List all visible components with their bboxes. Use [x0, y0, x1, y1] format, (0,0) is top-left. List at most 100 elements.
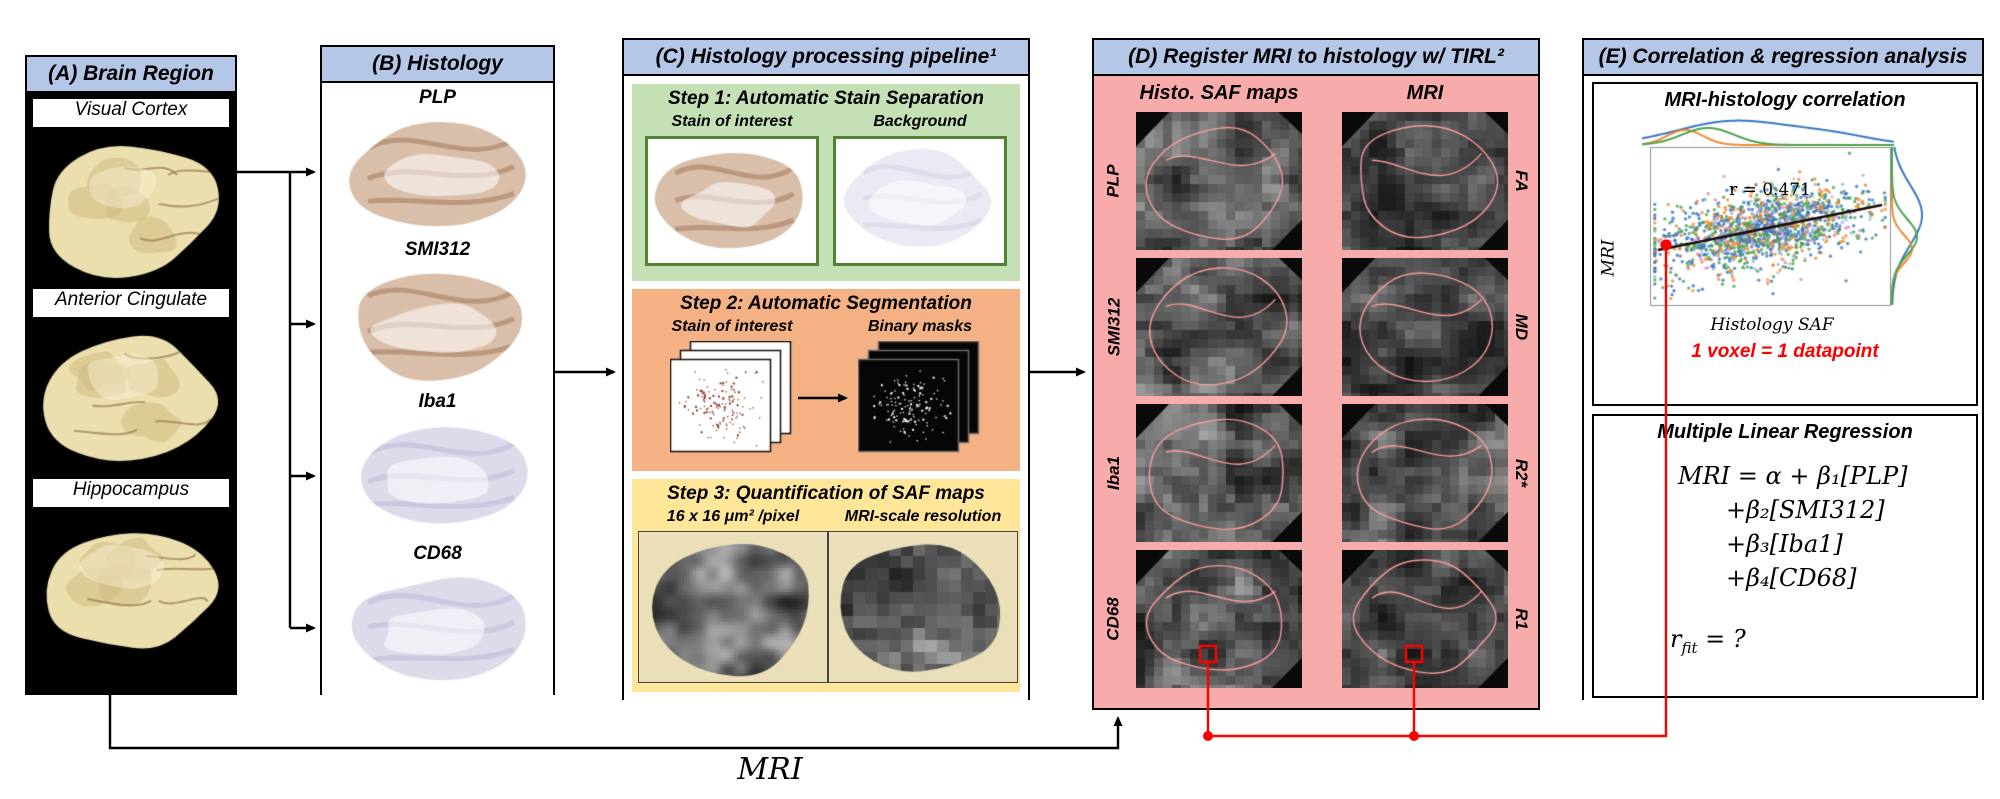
voxel-dot-right — [1409, 731, 1419, 741]
background-image — [839, 142, 1001, 260]
stain-stack-label: Stain of interest — [671, 318, 793, 336]
x-axis-label: Histology SAF — [1710, 315, 1834, 335]
brain-photo-anterior-cingulate — [33, 321, 229, 473]
panel-brain-region: (A) Brain Region Visual Cortex Anterior … — [25, 55, 237, 695]
step-3-box: Step 3: Quantification of SAF maps 16 x … — [632, 478, 1020, 692]
registration-row-plp-fa: PLP FA — [1094, 112, 1538, 250]
histology-image-cd68 — [337, 569, 538, 691]
stain-of-interest-label: Stain of interest — [671, 113, 793, 130]
histology-list: PLP SMI312 Iba1 CD68 — [322, 83, 553, 695]
background-label: Background — [873, 113, 967, 130]
brain-region-label-visual-cortex: Visual Cortex — [33, 99, 229, 127]
stain-of-interest-frame — [645, 136, 819, 266]
histology-image-smi312 — [337, 265, 538, 387]
row-label-smi312: SMI312 — [1104, 297, 1123, 357]
panel-b-header: (B) Histology — [322, 47, 553, 83]
scatter-plot — [1620, 115, 1950, 315]
column-title-histo-saf: Histo. SAF maps — [1139, 82, 1299, 104]
equation-line-1: MRI = α + β₁[PLP] — [1678, 462, 1908, 490]
voxel-dot-left — [1203, 731, 1213, 741]
histology-item: Iba1 — [334, 391, 542, 543]
correlation-title: MRI-histology correlation — [1664, 89, 1906, 111]
mri-scale-label: MRI-scale resolution — [844, 507, 1002, 525]
brain-region-label-anterior-cingulate: Anterior Cingulate — [33, 289, 229, 317]
rfit-value: rfit = ? — [1670, 625, 1746, 657]
stain-label-smi312: SMI312 — [404, 239, 471, 260]
pixel-size-label: 16 x 16 μm² /pixel — [666, 507, 800, 525]
pipeline-steps: Step 1: Automatic Stain Separation Stain… — [624, 76, 1028, 700]
step-1-box: Step 1: Automatic Stain Separation Stain… — [632, 84, 1020, 282]
row-label-r1: R1 — [1511, 608, 1531, 630]
histology-item: CD68 — [334, 543, 542, 695]
stain-label-iba1: Iba1 — [418, 391, 457, 412]
saf-map-iba1 — [1136, 404, 1302, 542]
branch-trunk-line — [237, 170, 292, 628]
saf-map-smi312 — [1136, 258, 1302, 396]
mri-map-r2star — [1342, 404, 1508, 542]
r-value: r = 0.471 — [1729, 180, 1811, 200]
binary-mask-column: Binary masks — [858, 318, 982, 454]
brain-region-item: Hippocampus — [33, 479, 229, 663]
stain-label-plp: PLP — [419, 87, 456, 108]
brain-region-item: Visual Cortex — [33, 99, 229, 283]
correlation-box: MRI-histology correlation r = 0.471 MRI … — [1592, 82, 1978, 406]
background-column: Background — [833, 113, 1007, 266]
row-label-cd68: CD68 — [1104, 597, 1123, 641]
stain-of-interest-image — [651, 142, 813, 260]
row-label-md: MD — [1511, 313, 1531, 341]
step-3-title: Step 3: Quantification of SAF maps — [667, 482, 985, 504]
stain-stack-column: Stain of interest — [670, 318, 794, 454]
histology-item: PLP — [334, 87, 542, 239]
panel-analysis: (E) Correlation & regression analysis MR… — [1582, 38, 1984, 700]
step-1-title: Step 1: Automatic Stain Separation — [667, 88, 984, 109]
row-label-fa: FA — [1511, 170, 1531, 192]
stain-of-interest-column: Stain of interest — [645, 113, 819, 266]
registration-grid: Histo. SAF maps MRI PLP FA SMI312 MD Iba… — [1094, 76, 1538, 708]
binary-masks-image — [858, 341, 982, 454]
analysis-body: MRI-histology correlation r = 0.471 MRI … — [1584, 76, 1982, 700]
equation-line-3: +β₃[Iba1] — [1726, 530, 1843, 558]
brain-region-label-hippocampus: Hippocampus — [33, 479, 229, 507]
regression-equation: MRI = α + β₁[PLP] +β₂[SMI312] +β₃[Iba1] … — [1594, 459, 1976, 657]
highres-saf-column: 16 x 16 μm² /pixel — [638, 508, 828, 683]
step-2-box: Step 2: Automatic Segmentation Stain of … — [632, 289, 1020, 471]
brain-photo-hippocampus — [33, 511, 229, 663]
panel-c-header: (C) Histology processing pipeline¹ — [624, 40, 1028, 76]
voxel-note: 1 voxel = 1 datapoint — [1691, 341, 1879, 362]
mri-map-md — [1342, 258, 1508, 396]
saf-map-cd68 — [1136, 550, 1302, 688]
step-2-title: Step 2: Automatic Segmentation — [680, 293, 972, 315]
stain-stack-image — [670, 341, 794, 454]
stain-label-cd68: CD68 — [413, 543, 462, 564]
mri-map-r1 — [1342, 550, 1508, 688]
brain-region-list: Visual Cortex Anterior Cingulate Hippoca… — [27, 93, 235, 695]
row-label-r2star: R2* — [1511, 458, 1531, 488]
registration-row-smi312-md: SMI312 MD — [1094, 258, 1538, 396]
panel-registration: (D) Register MRI to histology w/ TIRL² H… — [1092, 38, 1540, 710]
y-axis-label: MRI — [1598, 239, 1619, 277]
histology-image-plp — [337, 113, 538, 235]
panel-pipeline: (C) Histology processing pipeline¹ Step … — [622, 38, 1030, 700]
equation-line-2: +β₂[SMI312] — [1726, 496, 1885, 524]
column-title-mri: MRI — [1406, 82, 1444, 104]
regression-box: Multiple Linear Regression MRI = α + β₁[… — [1592, 414, 1978, 698]
mri-flow-arrow — [108, 695, 1123, 750]
panel-a-header: (A) Brain Region — [27, 57, 235, 93]
mriscale-saf-column: MRI-scale resolution — [828, 508, 1018, 683]
panel-d-header: (D) Register MRI to histology w/ TIRL² — [1094, 40, 1538, 76]
saf-map-plp — [1136, 112, 1302, 250]
histology-image-iba1 — [337, 417, 538, 539]
histology-item: SMI312 — [334, 239, 542, 391]
mri-map-fa — [1342, 112, 1508, 250]
panel-e-header: (E) Correlation & regression analysis — [1584, 40, 1982, 76]
regression-title: Multiple Linear Regression — [1657, 421, 1913, 443]
background-frame — [833, 136, 1007, 266]
row-label-iba1: Iba1 — [1104, 455, 1123, 491]
registration-row-cd68-r1: CD68 R1 — [1094, 550, 1538, 688]
equation-line-4: +β₄[CD68] — [1726, 564, 1857, 592]
row-label-plp: PLP — [1104, 164, 1123, 198]
scatter-plot-area: r = 0.471 MRI — [1594, 115, 1976, 315]
brain-region-item: Anterior Cingulate — [33, 289, 229, 473]
binary-masks-label: Binary masks — [867, 318, 973, 336]
